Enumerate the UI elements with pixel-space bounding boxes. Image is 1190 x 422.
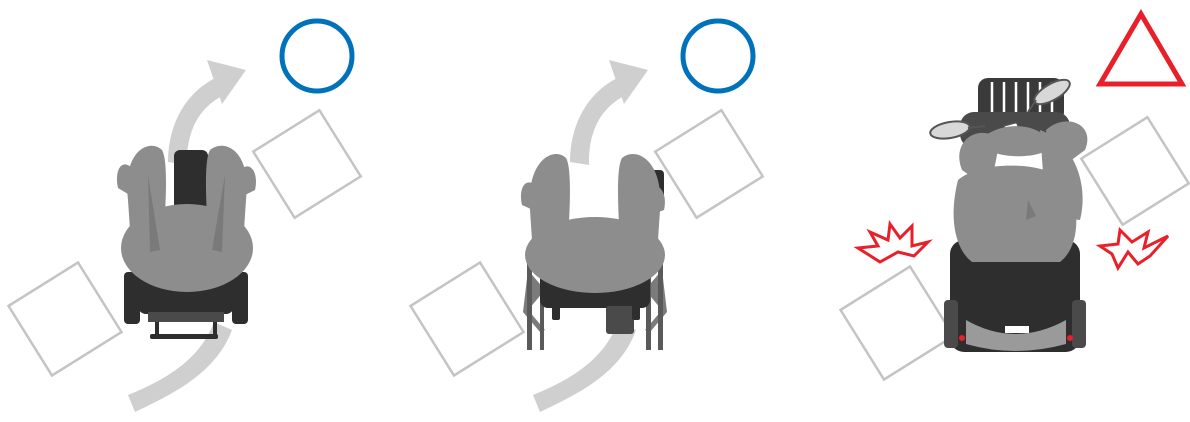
circle-ok-icon [683,21,753,91]
triangle-caution-icon [1100,14,1182,84]
circle-ok-icon [282,21,352,91]
impact-mark-right [1100,230,1168,268]
obstacle-square [655,110,762,217]
obstacle-square [841,267,954,380]
panel-mobility-scooter [841,75,1189,379]
obstacle-square [253,110,360,217]
obstacle-square [411,263,524,376]
person-figure [954,121,1088,262]
impact-mark-left [858,224,928,262]
panel-electric-wheelchair [9,60,361,412]
panel-manual-wheelchair [411,60,763,412]
person-figure [521,154,665,293]
obstacle-square [1081,117,1188,224]
obstacle-square [9,263,122,376]
